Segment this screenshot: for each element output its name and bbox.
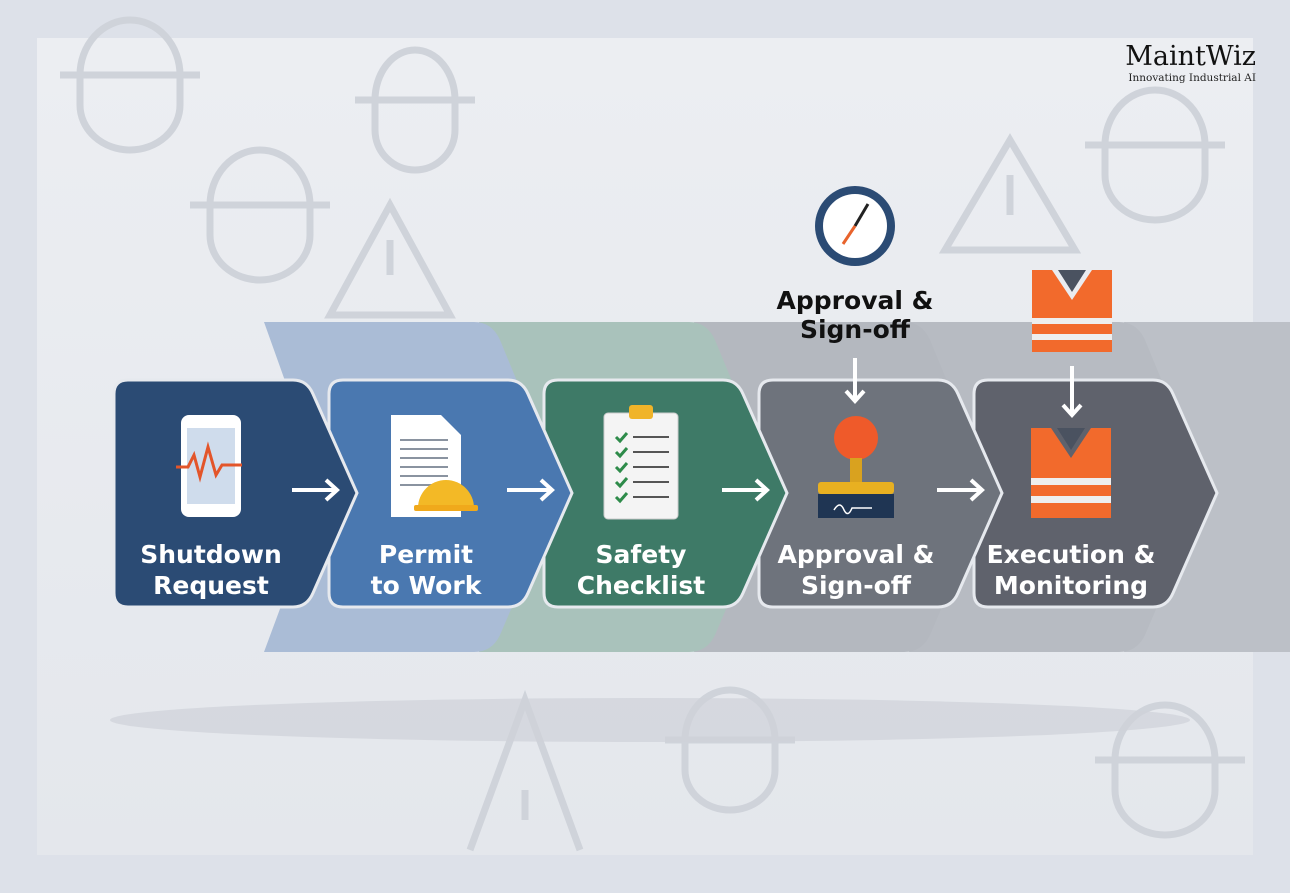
stamp-icon	[818, 416, 894, 518]
step-label-line1: Execution &	[987, 540, 1156, 569]
safety-vest-icon	[1031, 428, 1111, 518]
callout-label-line1: Approval &	[777, 286, 934, 315]
brand-tagline: Innovating Industrial AI	[1128, 72, 1256, 84]
step-label-line2: Monitoring	[994, 571, 1148, 600]
shadow	[110, 698, 1190, 742]
clipboard-checklist-icon	[603, 405, 679, 520]
brand-logo: MaintWiz Innovating Industrial AI	[1090, 41, 1256, 85]
step-label-line2: Checklist	[577, 571, 706, 600]
step-label-line2: to Work	[371, 571, 483, 600]
phone-pulse-icon	[176, 415, 242, 517]
callout-label-line2: Sign-off	[800, 315, 911, 344]
callout-execution	[1032, 270, 1112, 418]
step-label-line2: Sign-off	[801, 571, 912, 600]
clock-icon	[815, 186, 895, 266]
step-label-line1: Shutdown	[140, 540, 282, 569]
arrow-right-icon	[507, 478, 555, 502]
down-arrow-icon	[1061, 366, 1083, 418]
arrow-right-icon	[722, 478, 770, 502]
brand-name: MaintWiz	[1125, 41, 1256, 72]
down-arrow-icon	[844, 358, 866, 404]
step-label-line1: Safety	[596, 540, 687, 569]
arrow-right-icon	[292, 478, 340, 502]
step-label-line2: Request	[153, 571, 269, 600]
callout-approval: Approval & Sign-off	[777, 186, 934, 404]
safety-vest-icon	[1032, 270, 1112, 352]
background-hardhats	[60, 16, 1245, 852]
step-label-line1: Permit	[379, 540, 473, 569]
arrow-right-icon	[937, 478, 985, 502]
step-label-line1: Approval &	[778, 540, 935, 569]
document-hardhat-icon	[391, 415, 478, 517]
